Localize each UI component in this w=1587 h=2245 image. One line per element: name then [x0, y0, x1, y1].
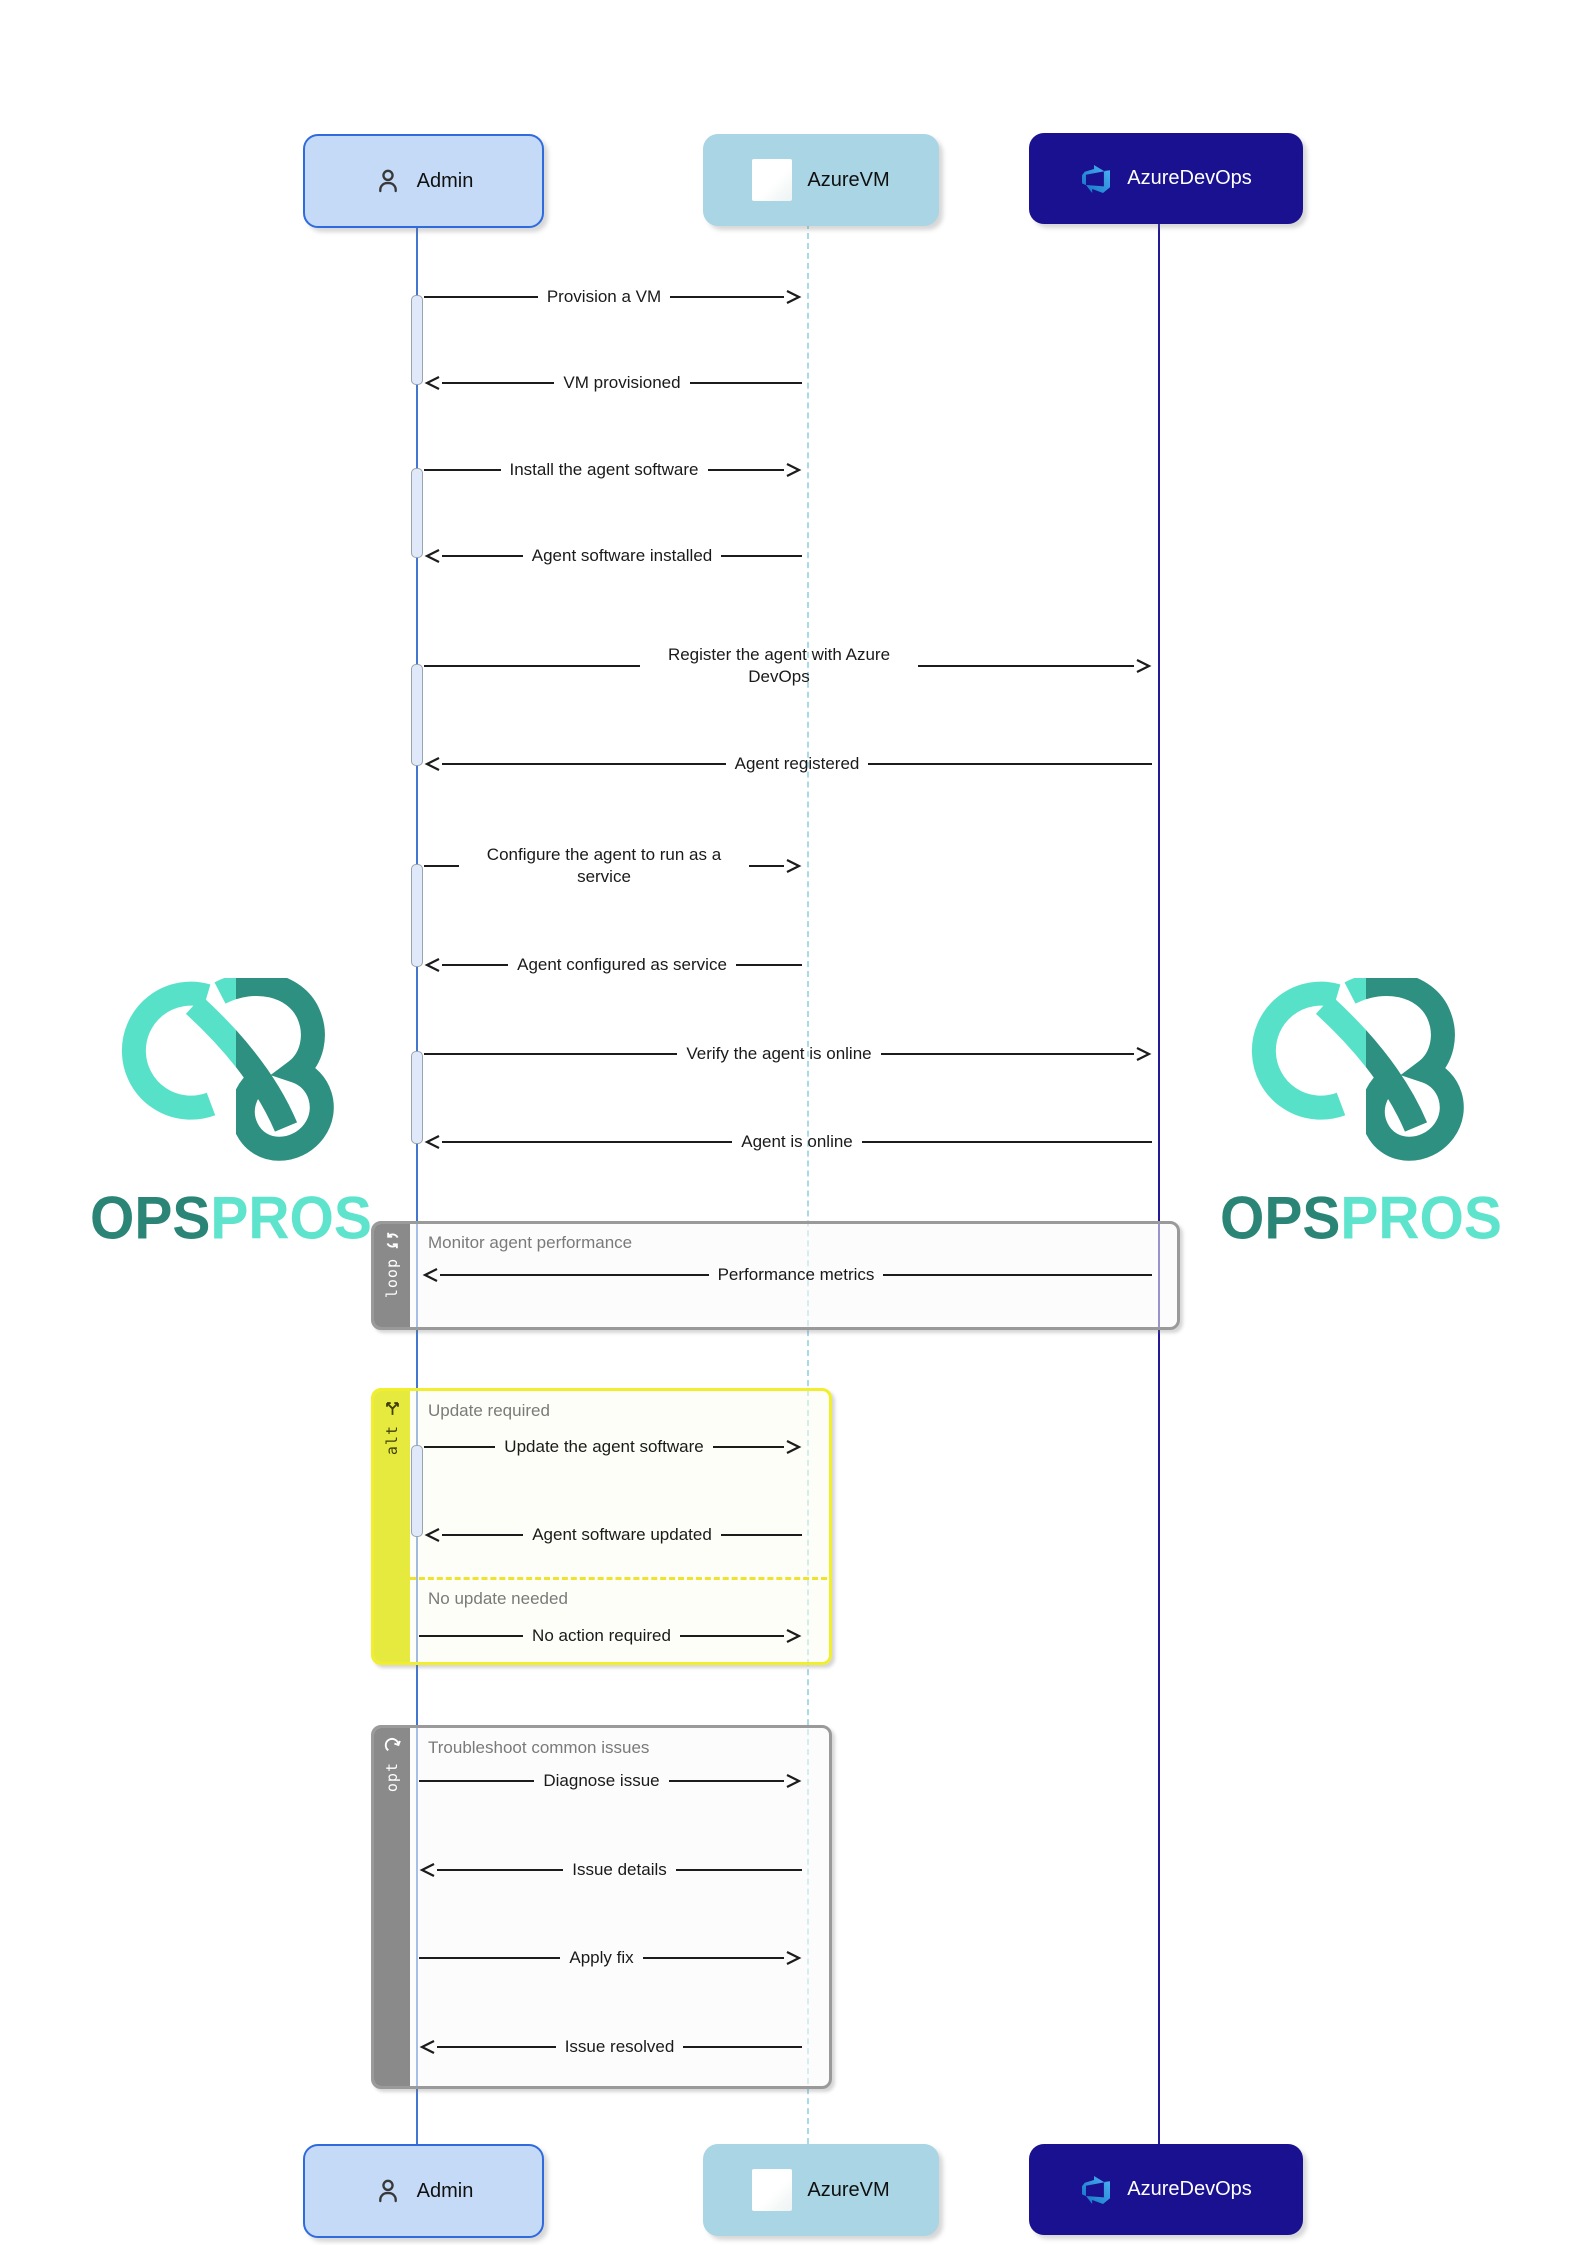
- actor-label: AzureVM: [807, 168, 890, 191]
- actor-admin-bottom: Admin: [303, 2144, 544, 2238]
- alt-divider: [410, 1577, 827, 1580]
- opt-icon: [384, 1737, 401, 1752]
- alt-section1-title: Update required: [428, 1401, 550, 1420]
- arrowhead-right-icon: [786, 1951, 802, 1965]
- arrowhead-right-icon: [1136, 1047, 1152, 1061]
- arrowhead-left-icon: [424, 1528, 440, 1542]
- opspros-wordmark: OPSPROS: [1220, 1184, 1502, 1252]
- activation-bar: [411, 1051, 423, 1144]
- loop-tab-label: loop: [383, 1258, 401, 1299]
- opspros-watermark-right: OPSPROS: [1220, 971, 1510, 1252]
- message-no-action: No action required: [419, 1624, 802, 1648]
- message-issue-details: Issue details: [419, 1858, 802, 1882]
- activation-bar: [411, 468, 423, 558]
- message-diagnose-issue: Diagnose issue: [419, 1769, 802, 1793]
- message-provision-vm: Provision a VM: [424, 285, 802, 309]
- arrowhead-left-icon: [424, 958, 440, 972]
- arrowhead-left-icon: [424, 757, 440, 771]
- activation-bar: [411, 295, 423, 385]
- arrowhead-right-icon: [786, 463, 802, 477]
- arrowhead-right-icon: [786, 1774, 802, 1788]
- arrowhead-left-icon: [424, 549, 440, 563]
- actor-admin-top: Admin: [303, 134, 544, 228]
- alt-frame: alt Update required No update needed: [371, 1388, 832, 1665]
- vm-icon: [752, 2169, 793, 2211]
- loop-icon: [386, 1232, 398, 1249]
- opt-tab-label: opt: [383, 1762, 401, 1793]
- message-issue-resolved: Issue resolved: [419, 2035, 802, 2059]
- alt-tab: alt: [374, 1391, 410, 1662]
- azurevm-lifeline: [807, 223, 809, 2144]
- opspros-watermark-left: OPSPROS: [90, 971, 380, 1252]
- person-icon: [378, 2179, 397, 2203]
- opt-tab: opt: [374, 1728, 410, 2086]
- opspros-wordmark: OPSPROS: [90, 1184, 372, 1252]
- arrowhead-right-icon: [786, 1440, 802, 1454]
- alt-section2-title: No update needed: [428, 1589, 568, 1608]
- opspros-cloud-logo: [121, 971, 334, 1161]
- opt-frame: opt Troubleshoot common issues: [371, 1725, 832, 2089]
- opt-title: Troubleshoot common issues: [428, 1738, 650, 1757]
- arrowhead-left-icon: [422, 1268, 438, 1282]
- alt-icon: [385, 1402, 399, 1415]
- actor-azuredevops-bottom: AzureDevOps: [1029, 2144, 1303, 2235]
- message-performance-metrics: Performance metrics: [422, 1263, 1153, 1287]
- arrowhead-left-icon: [424, 1135, 440, 1149]
- message-configure-agent: Configure the agent to run as a service: [424, 843, 802, 889]
- vm-icon: [752, 159, 793, 201]
- actor-azurevm-bottom: AzureVM: [703, 2144, 939, 2236]
- arrowhead-right-icon: [1136, 659, 1152, 673]
- arrowhead-right-icon: [786, 859, 802, 873]
- admin-lifeline: [416, 223, 418, 2144]
- person-icon: [378, 169, 397, 193]
- message-agent-online: Agent is online: [424, 1130, 1152, 1154]
- message-vm-provisioned: VM provisioned: [424, 371, 803, 395]
- arrowhead-right-icon: [786, 290, 802, 304]
- arrowhead-left-icon: [419, 1863, 435, 1877]
- actor-label: Admin: [416, 2179, 474, 2202]
- azure-devops-icon: [1082, 2175, 1111, 2204]
- actor-label: Admin: [416, 169, 474, 192]
- actor-label: AzureDevOps: [1127, 2178, 1252, 2200]
- azuredevops-lifeline: [1158, 223, 1160, 2144]
- message-agent-installed: Agent software installed: [424, 544, 802, 568]
- arrowhead-right-icon: [786, 1629, 802, 1643]
- message-verify-online: Verify the agent is online: [424, 1042, 1152, 1066]
- message-install-agent: Install the agent software: [424, 458, 802, 482]
- message-agent-updated: Agent software updated: [424, 1523, 803, 1547]
- message-register-agent: Register the agent with Azure DevOps: [424, 643, 1152, 689]
- message-agent-configured: Agent configured as service: [424, 953, 803, 977]
- message-apply-fix: Apply fix: [419, 1946, 802, 1970]
- loop-tab: loop: [374, 1224, 410, 1327]
- azure-devops-icon: [1082, 164, 1111, 193]
- opspros-cloud-logo: [1251, 971, 1464, 1161]
- loop-title: Monitor agent performance: [428, 1233, 633, 1252]
- activation-bar: [411, 864, 423, 967]
- actor-azurevm-top: AzureVM: [703, 134, 939, 226]
- activation-bar: [411, 664, 423, 766]
- arrowhead-left-icon: [424, 376, 440, 390]
- message-update-agent: Update the agent software: [424, 1435, 802, 1459]
- activation-bar: [411, 1445, 423, 1537]
- alt-tab-label: alt: [383, 1425, 401, 1456]
- actor-azuredevops-top: AzureDevOps: [1029, 133, 1303, 224]
- message-agent-registered: Agent registered: [424, 752, 1152, 776]
- arrowhead-left-icon: [419, 2040, 435, 2054]
- actor-label: AzureVM: [807, 2178, 890, 2201]
- actor-label: AzureDevOps: [1127, 167, 1252, 189]
